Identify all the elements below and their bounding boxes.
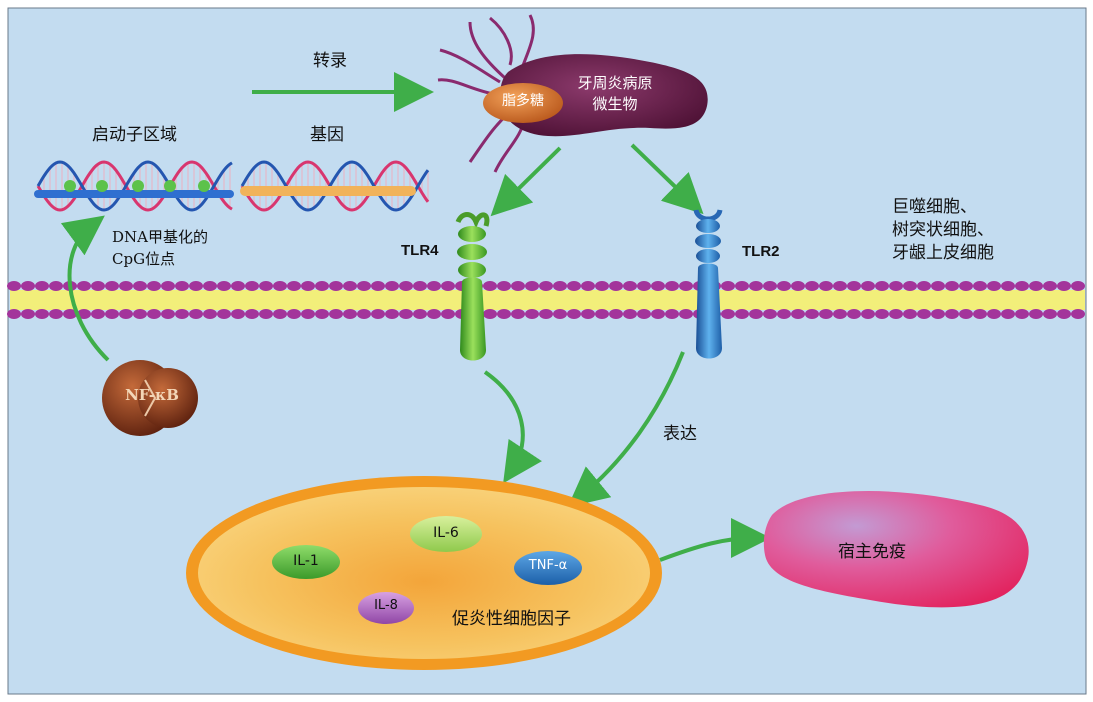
- tnfa-molecule: [514, 551, 582, 585]
- label-tlr4: TLR4: [401, 242, 439, 259]
- label-dna-methylation-line2: CpG位点: [112, 250, 176, 268]
- label-host-immunity: 宿主免疫: [838, 542, 906, 562]
- host-immunity-shape: [763, 491, 1029, 608]
- nfkb-complex: [102, 360, 198, 436]
- label-cytokines: 促炎性细胞因子: [452, 609, 571, 629]
- label-cells-line1: 巨噬细胞、: [892, 197, 977, 217]
- label-tlr2: TLR2: [742, 243, 780, 260]
- arrow-tlr4-cell: [483, 370, 542, 484]
- label-cells-line2: 树突状细胞、: [892, 220, 994, 240]
- label-il1: IL-1: [293, 553, 319, 569]
- label-transcription: 转录: [313, 51, 347, 71]
- cytokine-cell: [198, 487, 650, 659]
- label-il6: IL-6: [433, 525, 459, 541]
- label-gene: 基因: [310, 125, 344, 145]
- arrow-tlr2-cell: [567, 351, 685, 508]
- arrow-pathogen-tlr2: [630, 143, 704, 215]
- label-cells-line3: 牙龈上皮细胞: [892, 243, 994, 263]
- arrow-cell-host: [659, 518, 771, 562]
- il1-molecule: [272, 545, 340, 579]
- label-lps: 脂多糖: [502, 93, 544, 109]
- label-pathogen-line2: 微生物: [592, 95, 638, 113]
- arrow-nfkb-dna: [60, 215, 110, 362]
- arrow-pathogen-tlr4: [490, 146, 562, 217]
- cell-membrane: [7, 281, 1085, 319]
- label-pathogen-line1: 牙周炎病原: [577, 74, 653, 92]
- il6-molecule: [410, 516, 482, 552]
- lipopolysaccharide: [483, 83, 563, 123]
- label-expression: 表达: [663, 424, 697, 444]
- dna-helix: [34, 160, 430, 212]
- label-nfkb: NF-κB: [125, 386, 179, 404]
- label-il8: IL-8: [374, 598, 398, 613]
- label-tnfa: TNF-α: [528, 558, 568, 573]
- label-promoter-region: 启动子区域: [92, 125, 177, 145]
- label-dna-methylation-line1: DNA甲基化的: [112, 228, 208, 246]
- il8-molecule: [358, 592, 414, 624]
- tlr2-receptor: [693, 209, 723, 359]
- tlr4-receptor: [455, 212, 490, 361]
